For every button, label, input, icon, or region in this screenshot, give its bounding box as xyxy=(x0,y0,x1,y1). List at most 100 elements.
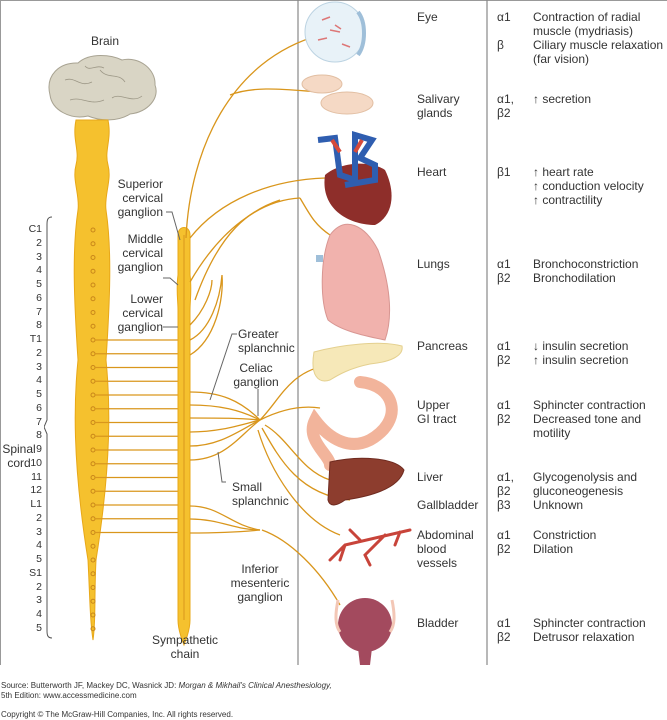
nerve-lumbar-3 xyxy=(189,529,261,534)
nerve-eye xyxy=(185,34,321,239)
nerve-lumbar-1 xyxy=(189,505,261,531)
segment-label: 5 xyxy=(36,278,42,290)
leader-lines xyxy=(163,211,259,483)
segment-label: 5 xyxy=(36,621,42,634)
segment-label: 4 xyxy=(36,264,42,277)
receptor-effects: Sphincter contraction Decreased tone and… xyxy=(533,398,646,440)
segment-label: C1 xyxy=(28,223,42,235)
segment-label: 3 xyxy=(36,525,42,538)
segment-label: 6 xyxy=(36,401,42,414)
segment-label: 10 xyxy=(30,456,42,469)
small-splanchnic-label: Small splanchnic xyxy=(232,480,289,508)
segment-dot xyxy=(90,598,96,604)
nerve-heart-3 xyxy=(194,199,281,301)
receptor-effects: ↑ secretion xyxy=(533,92,592,106)
receptor-types: α1, β2 xyxy=(497,470,514,498)
receptor-types: α1 β2 xyxy=(497,528,511,556)
heart-illustration xyxy=(317,130,392,225)
segment-label: T1 xyxy=(29,333,42,345)
nerve-fibers xyxy=(185,34,351,606)
segment-dots xyxy=(90,227,190,632)
receptor-effects: Glycogenolysis and gluconeogenesis xyxy=(533,470,638,498)
blood-vessels-illustration xyxy=(328,528,412,567)
segment-dot xyxy=(90,585,96,590)
segment-dot xyxy=(90,268,96,274)
segment-dot xyxy=(90,296,96,302)
receptor-types: α1 β2 xyxy=(497,398,511,426)
source-citation: Source: Butterworth JF, Mackey DC, Wasni… xyxy=(1,681,332,691)
organ-name: Heart xyxy=(417,165,447,179)
segment-label: 4 xyxy=(36,374,42,387)
segment-dot xyxy=(90,310,96,315)
segment-label: S1 xyxy=(29,566,42,579)
segment-label: 7 xyxy=(36,415,42,428)
segment-label: 3 xyxy=(36,250,42,263)
nerve-celiac-5 xyxy=(189,419,261,447)
nerve-loop-2 xyxy=(189,279,213,326)
receptor-types: β1 xyxy=(497,165,511,179)
segment-label: 5 xyxy=(36,553,42,565)
segment-label: 2 xyxy=(36,236,42,249)
liver-illustration xyxy=(327,457,405,506)
segment-label: 2 xyxy=(36,346,42,359)
nerve-liver xyxy=(264,424,331,481)
receptor-types: α1, β2 xyxy=(497,92,514,120)
organ-name: Salivary glands xyxy=(417,92,460,120)
organ-name: Lungs xyxy=(417,257,450,271)
organ-name: Upper GI tract xyxy=(417,398,457,426)
nerve-heart xyxy=(189,177,326,239)
segment-dot xyxy=(90,543,96,549)
middle-cervical-ganglion-label: Middle cervical ganglion xyxy=(117,232,163,274)
bladder-illustration xyxy=(334,598,396,665)
nerve-heart-2 xyxy=(189,197,301,283)
segment-label: 3 xyxy=(36,360,42,373)
segment-label: 5 xyxy=(36,388,42,400)
organ-name: Pancreas xyxy=(417,339,468,353)
receptor-effects: ↑ heart rate ↑ conduction velocity ↑ con… xyxy=(533,165,644,207)
source-title: Morgan & Mikhail's Clinical Anesthesiolo… xyxy=(178,681,332,690)
pancreas-illustration xyxy=(312,342,403,382)
segment-label: 7 xyxy=(36,305,42,318)
source-prefix: Source: Butterworth JF, Mackey DC, Wasni… xyxy=(1,681,179,690)
nerve-stomach xyxy=(259,406,321,421)
segment-dot xyxy=(90,282,96,288)
stomach-illustration xyxy=(306,376,398,471)
segment-dot xyxy=(90,323,96,329)
organ-name: Eye xyxy=(417,10,438,24)
segment-dot xyxy=(90,241,96,247)
segment-dot xyxy=(90,612,96,618)
source-edition: 5th Edition: www.accessmedicine.com xyxy=(1,691,137,700)
segment-label: 4 xyxy=(36,539,42,552)
nerve-celiac-4 xyxy=(189,419,261,433)
nerve-loop-1 xyxy=(189,274,223,356)
greater-splanchnic-label: Greater splanchnic xyxy=(238,327,295,355)
receptor-effects: Bronchoconstriction Bronchodilation xyxy=(533,257,639,285)
organ-name: Liver xyxy=(417,470,444,484)
spinal-cord-bracket xyxy=(44,216,53,639)
nerve-lumbar-2 xyxy=(189,518,261,531)
segment-label: L1 xyxy=(30,498,42,510)
receptor-effects: Sphincter contraction Detrusor relaxatio… xyxy=(533,616,646,644)
receptor-types: α1 β xyxy=(497,10,511,52)
spinal-cord-label: Spinal cord xyxy=(2,442,36,470)
nerve-celiac-2 xyxy=(189,404,261,421)
nerve-vessels xyxy=(257,429,341,536)
organ-name: Bladder xyxy=(417,616,459,630)
segment-dot xyxy=(90,557,96,563)
segment-label: 4 xyxy=(36,608,42,620)
segment-label: 6 xyxy=(36,291,42,304)
eye-illustration xyxy=(304,1,366,63)
receptor-effects: Constriction Dilation xyxy=(533,528,597,556)
segment-dot xyxy=(90,227,96,233)
receptor-types: α1 β2 xyxy=(497,339,511,367)
receptor-types: α1 β2 xyxy=(497,616,511,644)
organ-name: Gallbladder xyxy=(417,498,479,512)
nerve-lungs xyxy=(299,197,331,236)
receptor-effects: ↓ insulin secretion ↑ insulin secretion xyxy=(533,339,629,367)
segment-label: 2 xyxy=(36,511,42,524)
segment-label: 12 xyxy=(30,484,42,497)
segment-dot xyxy=(90,626,96,632)
receptor-types: β3 xyxy=(497,498,511,512)
